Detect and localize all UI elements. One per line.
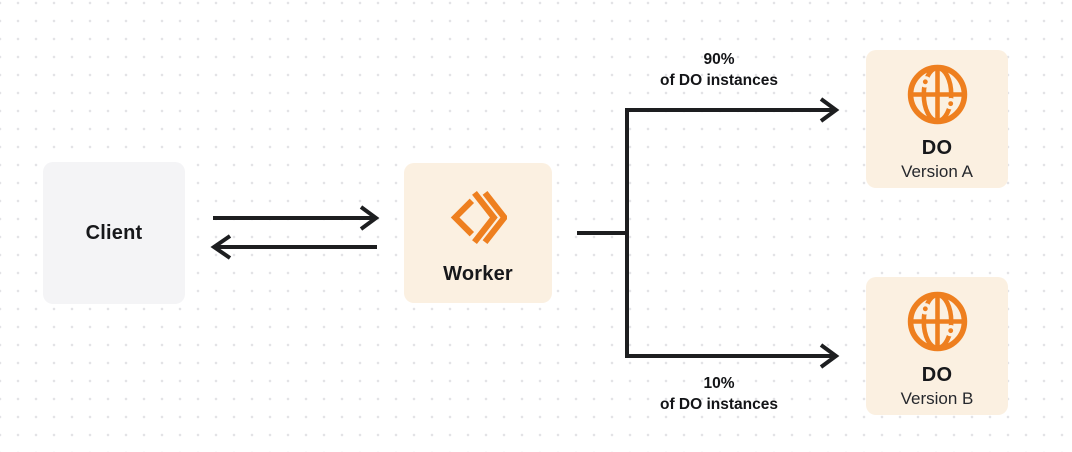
bottom-branch-percent: 10% (703, 375, 735, 392)
do-b-title: DO (921, 364, 953, 386)
branch-bottom-arrowhead-icon (819, 343, 840, 369)
do-version-b-node: DO Version B (866, 277, 1008, 415)
worker-node: Worker (404, 163, 552, 303)
do-version-a-node: DO Version A (866, 50, 1008, 188)
worker-to-client-arrowhead-icon (210, 234, 232, 260)
branch-split-line (625, 108, 834, 358)
client-node: Client (43, 162, 185, 304)
top-branch-percent: 90% (703, 51, 735, 68)
cloudflare-workers-icon (450, 190, 507, 245)
do-a-subtitle: Version A (901, 162, 973, 181)
client-to-worker-arrowhead-icon (359, 205, 380, 231)
bottom-branch-label: 10% of DO instances (619, 373, 819, 415)
durable-object-globe-icon (907, 64, 967, 125)
client-label: Client (85, 222, 143, 244)
worker-label: Worker (443, 263, 513, 285)
durable-object-globe-icon (907, 291, 967, 352)
branch-top-arrowhead-icon (819, 97, 840, 123)
top-branch-caption: of DO instances (660, 72, 778, 89)
top-branch-label: 90% of DO instances (619, 49, 819, 91)
bottom-branch-caption: of DO instances (660, 396, 778, 413)
do-a-title: DO (921, 137, 953, 159)
do-b-subtitle: Version B (900, 389, 974, 408)
